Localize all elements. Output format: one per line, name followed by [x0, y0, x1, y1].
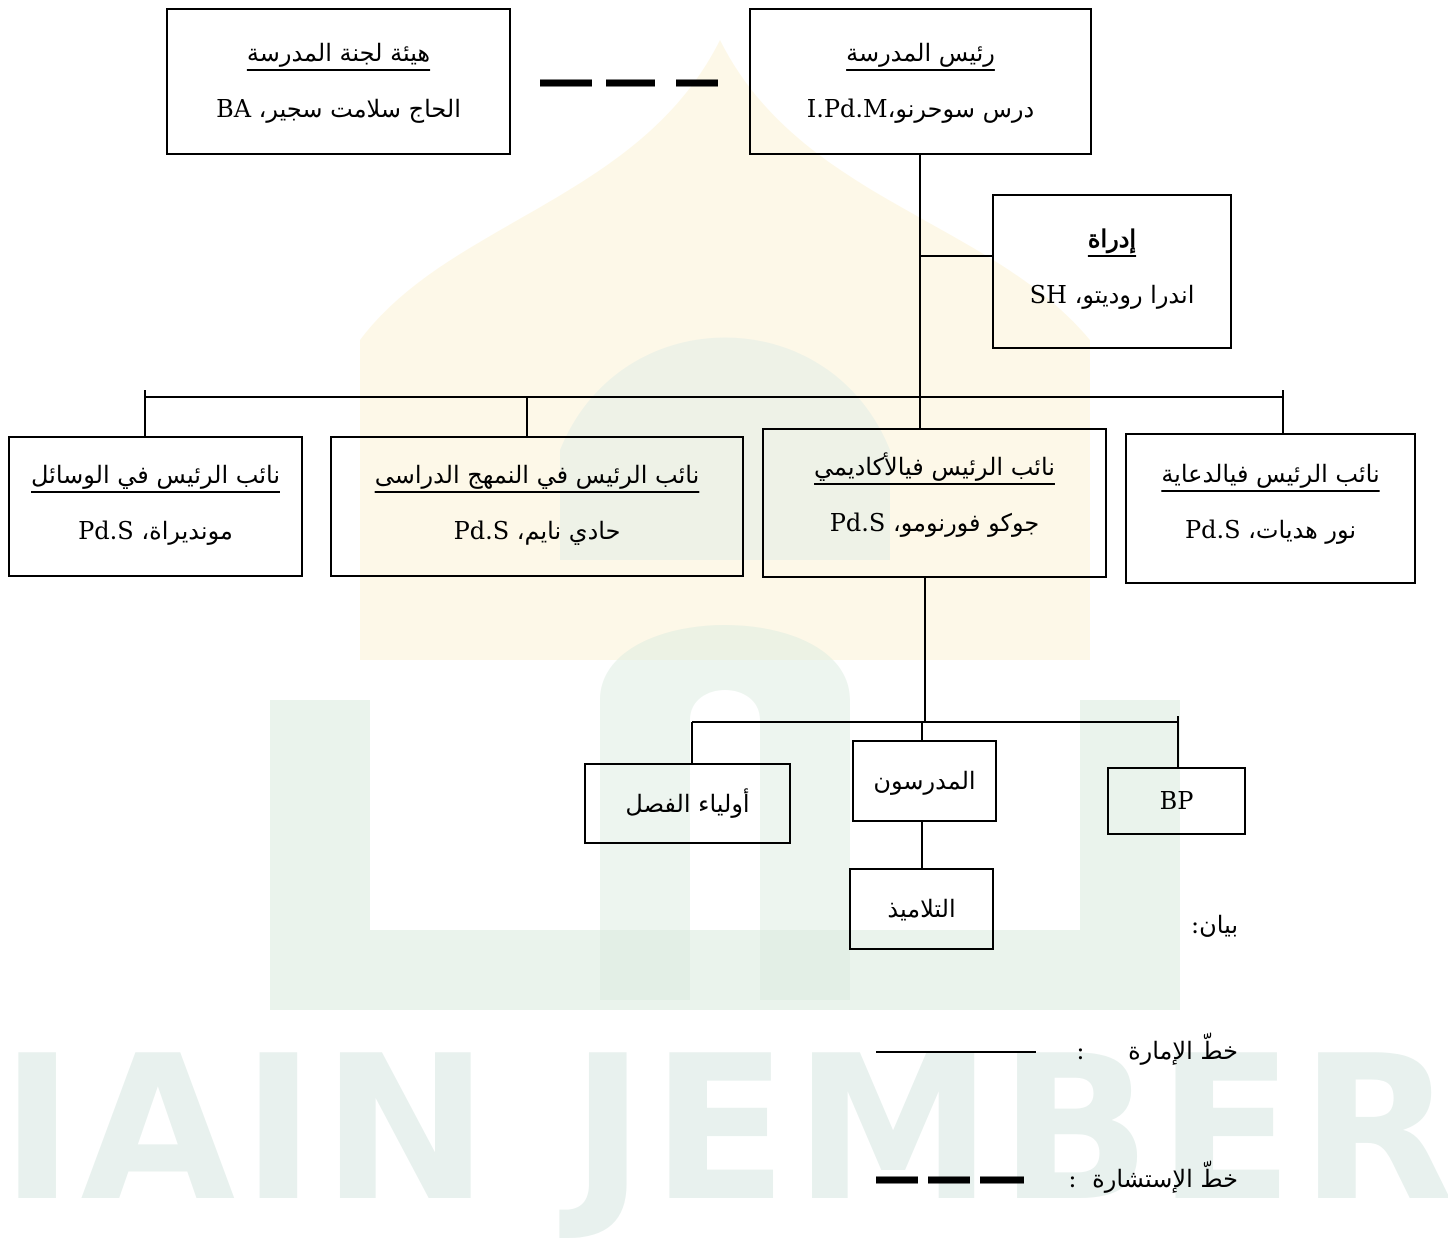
teachers-box: المدرسون [852, 740, 997, 822]
homeroom-label: أولياء الفصل [625, 789, 750, 818]
bp-label: BP [1159, 787, 1194, 815]
teachers-label: المدرسون [873, 767, 976, 795]
headmaster-box: رئيس المدرسة درس سوحرنو،I.Pd.M [749, 8, 1092, 155]
vp-dawah-title: نائب الرئيس فيالدعاية [1161, 460, 1380, 488]
vp-curriculum-box: نائب الرئيس في النمهج الدراسى حادي نايم،… [330, 436, 744, 577]
legend-consult-label: خطّ الإستشارة : [1068, 1162, 1238, 1196]
legend-consult-sep: : [1068, 1165, 1077, 1193]
vp-media-box: نائب الرئيس في الوسائل مونديراة، Pd.S [8, 436, 303, 577]
students-box: التلاميذ [849, 868, 994, 950]
administration-name: اندرا روديتو، SH [1029, 281, 1195, 309]
headmaster-name: درس سوحرنو،I.Pd.M [806, 95, 1035, 123]
vp-academic-name: جوكو فورنومو، Pd.S [829, 509, 1040, 537]
vp-dawah-box: نائب الرئيس فيالدعاية نور هديات، Pd.S [1125, 433, 1416, 584]
committee-box: هيئة لجنة المدرسة الحاج سلامت سجير، BA [166, 8, 511, 155]
legend-heading: بيان: [1191, 911, 1238, 939]
committee-title: هيئة لجنة المدرسة [246, 39, 431, 67]
students-label: التلاميذ [887, 895, 956, 923]
legend-command-label: خطّ الإمارة : [1076, 1034, 1238, 1068]
legend-command-text: خطّ الإمارة [1128, 1037, 1238, 1065]
connector-lines [144, 79, 1284, 1184]
vp-academic-box: نائب الرئيس فيالأكاديمي جوكو فورنومو، Pd… [762, 428, 1107, 578]
vp-curriculum-title: نائب الرئيس في النمهج الدراسى [374, 461, 700, 489]
vp-curriculum-name: حادي نايم، Pd.S [453, 517, 621, 545]
vp-media-name: مونديراة، Pd.S [78, 517, 233, 545]
homeroom-box: أولياء الفصل [584, 763, 791, 844]
vp-dawah-name: نور هديات، Pd.S [1184, 516, 1357, 544]
committee-name: الحاج سلامت سجير، BA [216, 95, 461, 123]
vp-media-title: نائب الرئيس في الوسائل [31, 461, 280, 489]
administration-box: إدراة اندرا روديتو، SH [992, 194, 1232, 349]
legend-command-sep: : [1076, 1037, 1085, 1065]
vp-academic-title: نائب الرئيس فيالأكاديمي [814, 453, 1055, 481]
headmaster-title: رئيس المدرسة [846, 39, 995, 67]
legend-consult-text: خطّ الإستشارة [1092, 1165, 1238, 1193]
administration-title: إدراة [1087, 224, 1137, 253]
bp-box: BP [1107, 767, 1246, 835]
